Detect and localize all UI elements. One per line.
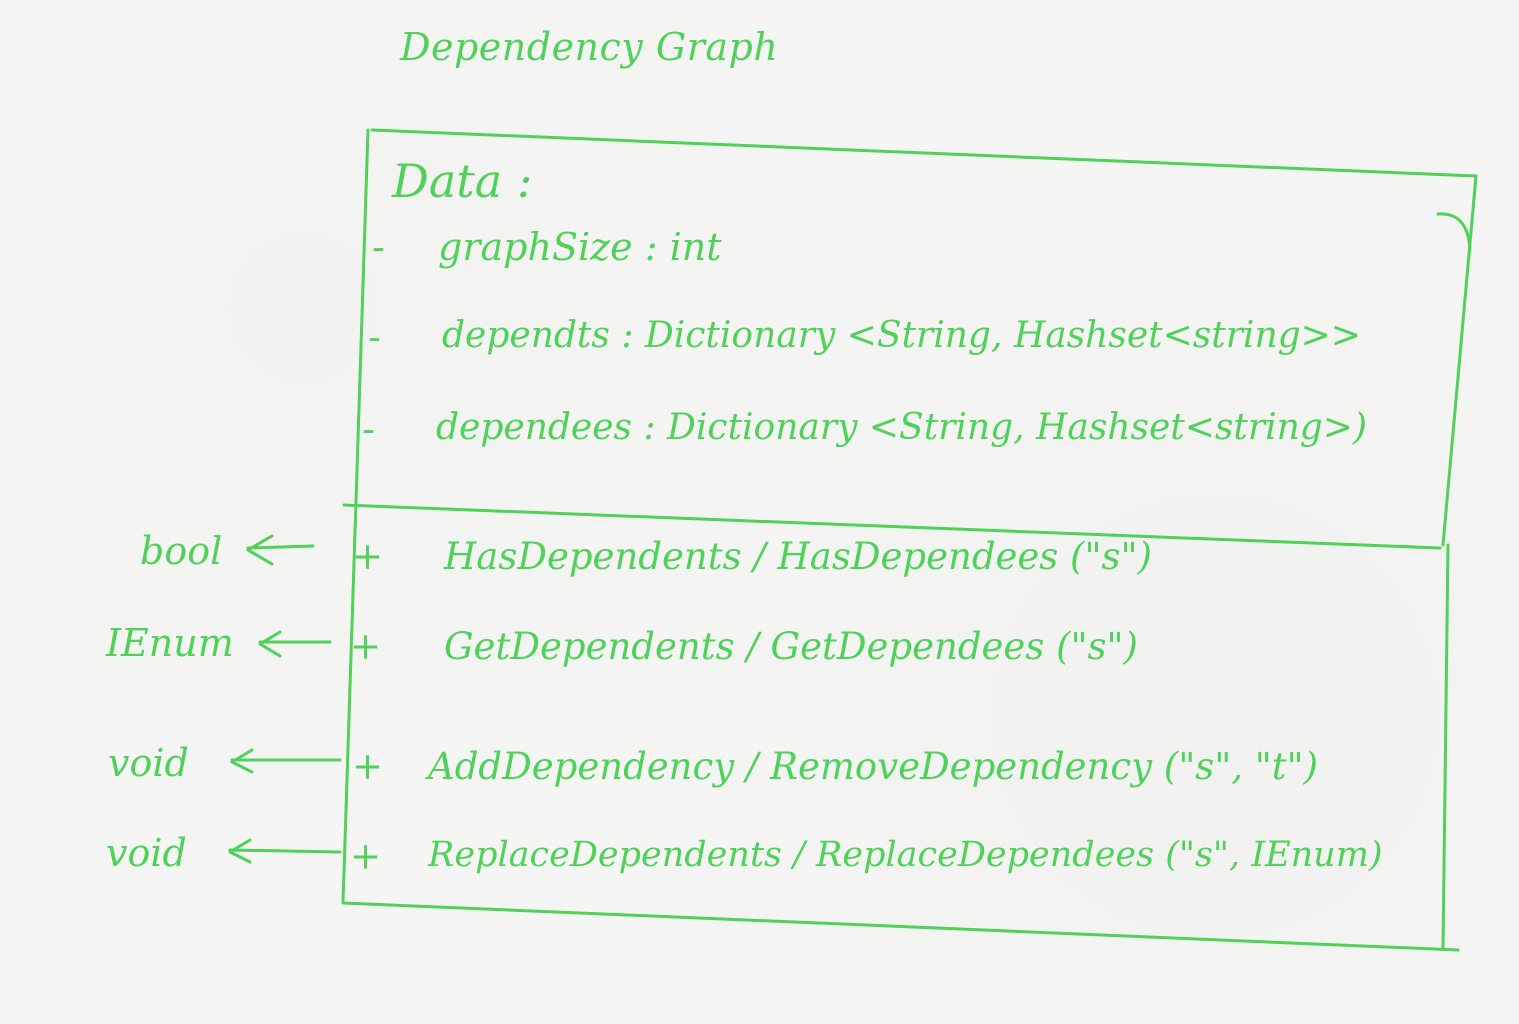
- box-left-border: [341, 128, 370, 905]
- box-right-border-lower: [1441, 543, 1450, 950]
- box-bottom-border: [341, 901, 1460, 952]
- diagram-title: Dependency Graph: [400, 25, 779, 69]
- method-replace-dependents: ReplaceDependents / ReplaceDependees ("s…: [428, 835, 1383, 875]
- box-right-hook: [1436, 212, 1472, 252]
- attribute-visibility: -: [372, 225, 385, 269]
- data-section-label: Data :: [392, 154, 533, 208]
- method-visibility: +: [350, 625, 382, 668]
- return-arrow-ienum: [258, 630, 332, 658]
- return-arrow-bool: [246, 534, 315, 566]
- method-visibility: +: [352, 745, 384, 788]
- return-type-ienum: IEnum: [106, 621, 234, 665]
- return-type-void: void: [106, 831, 187, 875]
- return-type-void: void: [108, 741, 189, 785]
- method-get-dependents: GetDependents / GetDependees ("s"): [444, 625, 1138, 668]
- attribute-visibility: -: [368, 315, 381, 359]
- method-visibility: +: [350, 835, 382, 878]
- method-visibility: +: [352, 535, 384, 578]
- attribute-visibility: -: [362, 407, 375, 451]
- return-arrow-void-1: [230, 748, 342, 774]
- method-add-dependency: AddDependency / RemoveDependency ("s", "…: [428, 745, 1319, 788]
- return-arrow-void-2: [228, 838, 342, 864]
- box-right-border-upper: [1441, 174, 1478, 547]
- return-type-bool: bool: [140, 529, 223, 573]
- attribute-graph-size: graphSize : int: [438, 225, 722, 269]
- attribute-dependents: dependts : Dictionary <String, Hashset<s…: [442, 315, 1362, 356]
- attribute-dependees: dependees : Dictionary <String, Hashset<…: [436, 407, 1368, 448]
- method-has-dependents: HasDependents / HasDependees ("s"): [444, 535, 1152, 578]
- box-top-border: [370, 128, 1478, 178]
- section-divider: [342, 503, 1442, 550]
